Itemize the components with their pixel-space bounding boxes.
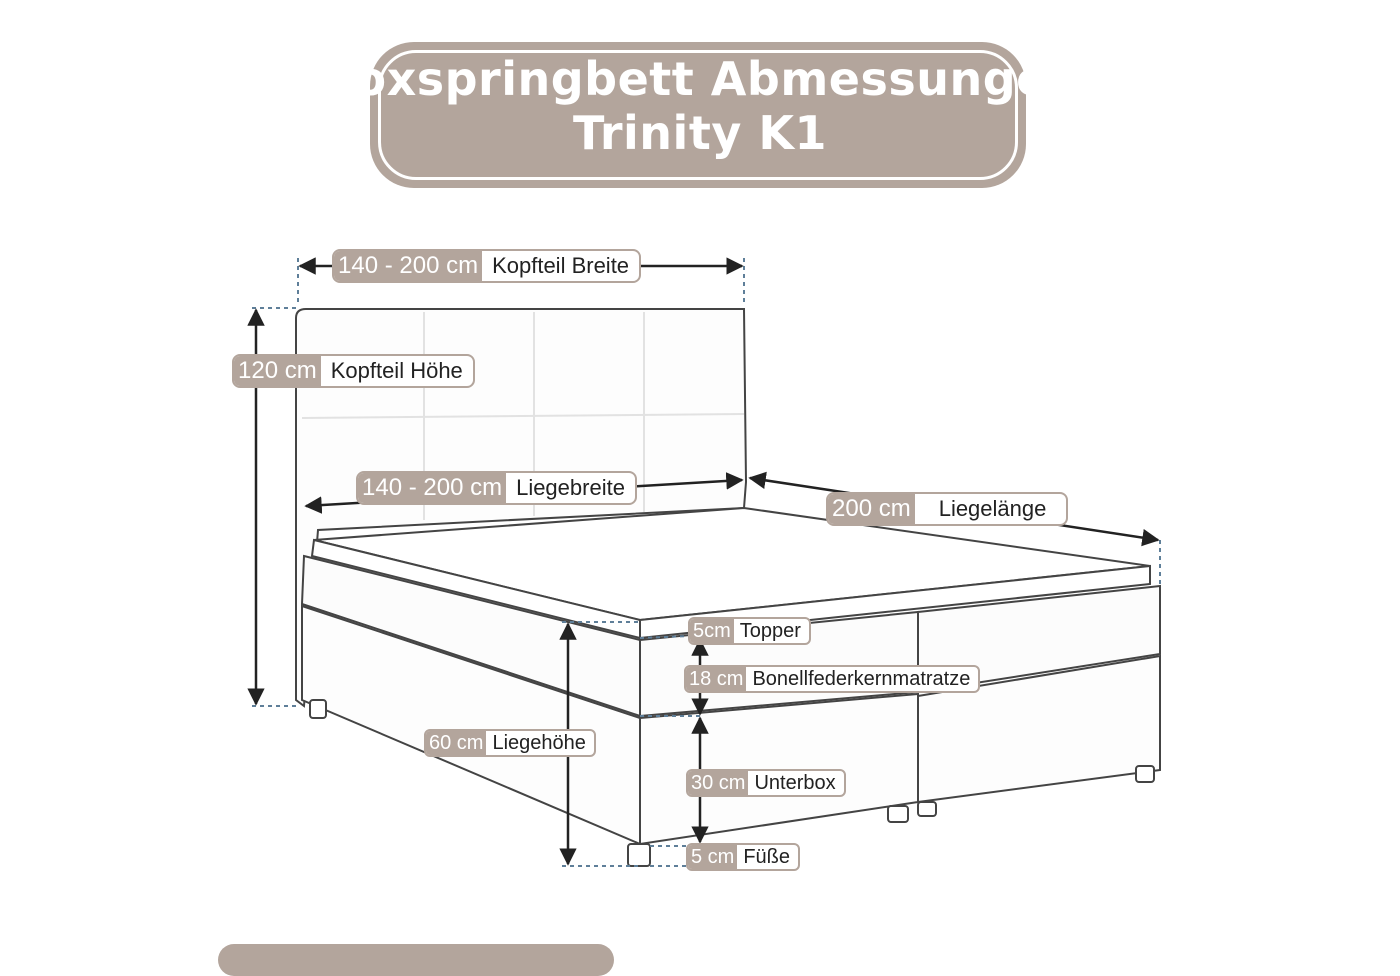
bed-length-label: Liegelänge	[938, 496, 1047, 521]
mattress-value: 18 cm	[686, 667, 747, 691]
box-tag: 30 cm Unterbox	[686, 769, 846, 797]
headboard-height-value: 120 cm	[234, 356, 321, 386]
bed-width-label: Liegebreite	[516, 475, 625, 500]
bed-length-value: 200 cm	[828, 494, 915, 524]
lying-height-tag: 60 cm Liegehöhe	[424, 729, 596, 757]
bottom-banner-edge	[218, 944, 614, 976]
bed-feet	[309, 699, 1155, 867]
headboard-height-label: Kopfteil Höhe	[330, 358, 463, 383]
title-line-2: Trinity K1	[573, 106, 827, 160]
box-value: 30 cm	[688, 771, 749, 795]
title-banner-border	[378, 50, 1018, 180]
topper-value: 5cm	[690, 619, 734, 643]
headboard-height-tag: 120 cm Kopfteil Höhe	[232, 354, 475, 388]
feet-value: 5 cm	[688, 845, 738, 869]
headboard-width-tag: 140 - 200 cm Kopfteil Breite	[332, 249, 642, 283]
bed-width-value: 140 - 200 cm	[358, 473, 507, 503]
topper-tag: 5cm Topper	[688, 617, 811, 645]
headboard-width-value: 140 - 200 cm	[334, 251, 483, 281]
lying-height-label: Liegehöhe	[492, 731, 586, 754]
bed-length-tag: 200 cm Liegelänge	[826, 492, 1069, 526]
title-banner	[370, 42, 1026, 188]
lying-height-value: 60 cm	[426, 731, 487, 755]
bed-width-tag: 140 - 200 cm Liegebreite	[356, 471, 637, 505]
mattress-label: Bonellfederkernmatratze	[752, 667, 971, 690]
headboard-width-label: Kopfteil Breite	[492, 253, 630, 278]
box-label: Unterbox	[754, 771, 836, 794]
topper-label: Topper	[739, 619, 801, 642]
feet-label: Füße	[743, 845, 791, 868]
feet-tag: 5 cm Füße	[686, 843, 801, 871]
title-line-1: Boxspringbett Abmessungen	[318, 52, 1082, 106]
mattress-tag: 18 cm Bonellfederkernmatratze	[684, 665, 981, 693]
